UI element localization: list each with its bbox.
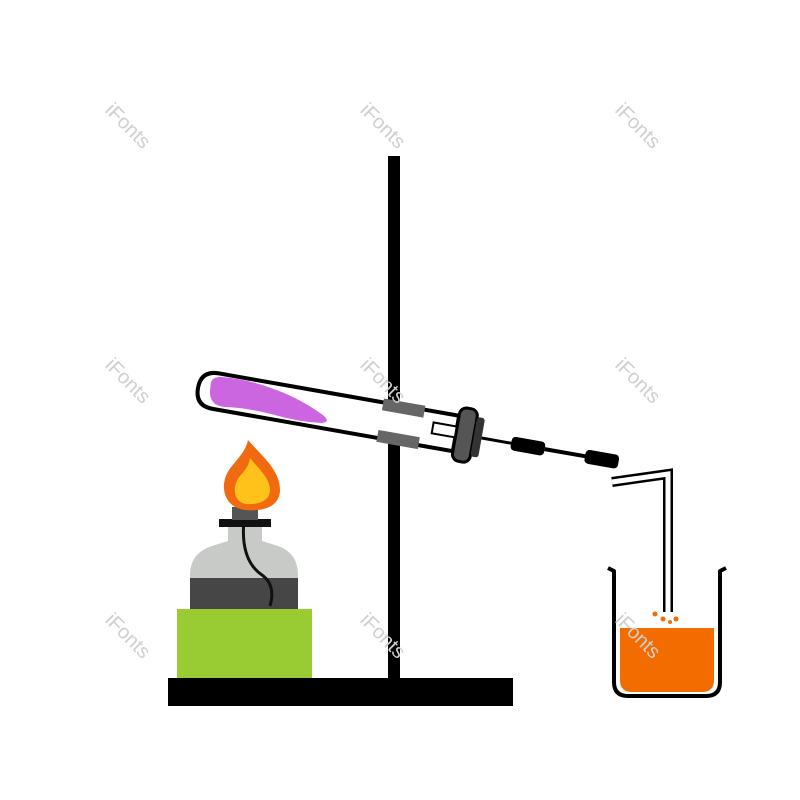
rubber-connector-2: [584, 449, 620, 469]
clamp-pad-bottom: [376, 429, 420, 450]
stand-base: [168, 678, 513, 706]
lamp-wick: [241, 519, 274, 607]
bubble: [652, 611, 658, 617]
bubble: [660, 616, 666, 622]
spirit-lamp: [190, 507, 298, 609]
rubber-connector-1: [510, 436, 546, 456]
bubble: [668, 620, 672, 624]
beaker: [607, 566, 727, 698]
lamp-platform: [177, 609, 312, 678]
beaker-liquid: [620, 628, 714, 692]
glass-delivery-tube: [611, 468, 673, 612]
flame: [223, 440, 280, 511]
bubble: [673, 616, 679, 622]
tube-liquid: [209, 376, 327, 424]
test-tube-assembly: [195, 370, 620, 469]
clamp-pad-top: [381, 398, 426, 418]
